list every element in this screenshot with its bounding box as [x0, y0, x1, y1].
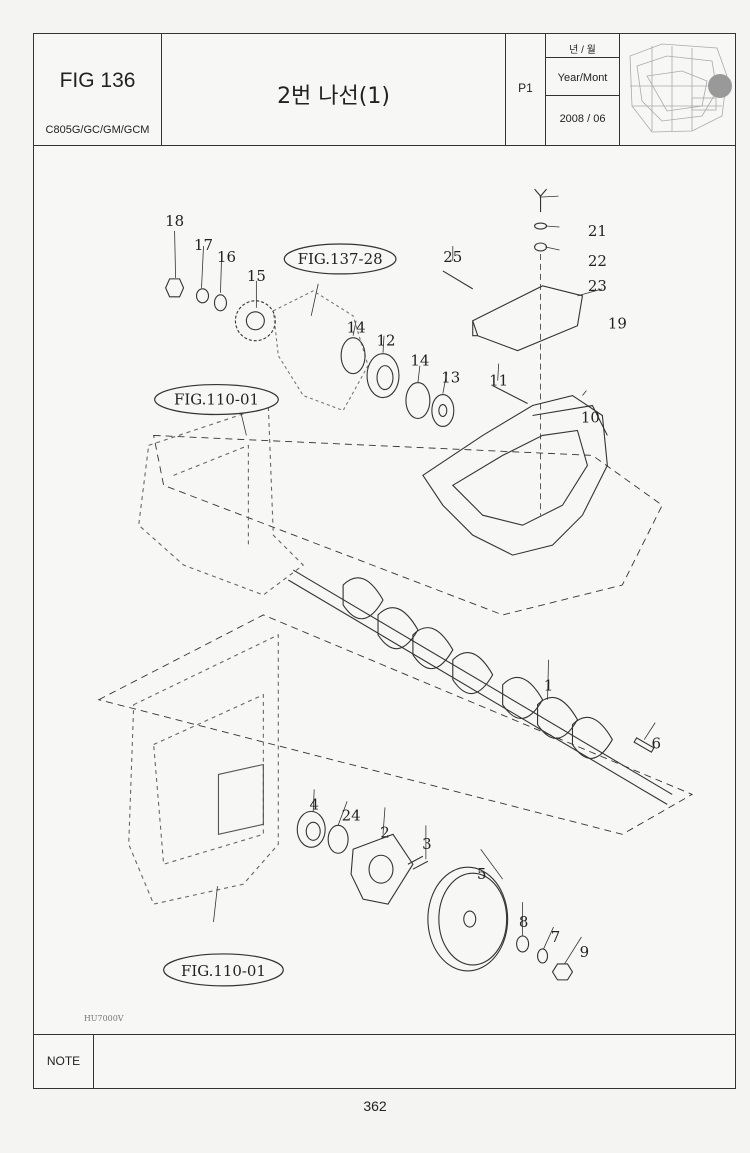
part-label-9: 9	[580, 943, 590, 961]
ref-fig-110-01-top: FIG.110-01	[174, 391, 259, 409]
part-label-1: 1	[544, 677, 554, 695]
date-cell: 년 / 월 Year/Mont 2008 / 06	[546, 34, 620, 145]
exploded-parts-diagram: FIG.137-28 FIG.110-01 FIG.110-01 18 17 1…	[84, 188, 694, 1023]
part-label-18: 18	[165, 212, 184, 230]
parts-sheet: FIG 136 C805G/GC/GM/GCM 2번 나선(1) P1 년 / …	[33, 33, 736, 1089]
combine-thumbnail-image	[629, 43, 732, 133]
part-label-19: 19	[608, 315, 627, 333]
part-label-5: 5	[477, 865, 487, 883]
drawing-code: HU7000V	[84, 1014, 124, 1023]
model-codes: C805G/GC/GM/GCM	[45, 124, 150, 136]
part-label-22: 22	[588, 252, 607, 270]
part-label-10: 10	[581, 408, 600, 426]
page-id: P1	[518, 81, 533, 95]
part-label-14-right: 14	[410, 352, 429, 370]
part-label-25: 25	[443, 248, 462, 266]
part-label-16: 16	[217, 248, 236, 266]
part-label-7: 7	[551, 928, 561, 946]
part-label-21: 21	[588, 222, 607, 240]
date-label-korean: 년 / 월	[546, 34, 619, 58]
header-block: FIG 136 C805G/GC/GM/GCM 2번 나선(1) P1 년 / …	[34, 34, 735, 146]
part-label-3: 3	[422, 835, 432, 853]
part-label-23: 23	[588, 277, 607, 295]
page-number: 362	[363, 1098, 387, 1114]
page-id-cell: P1	[506, 34, 546, 145]
note-row: NOTE	[34, 1034, 735, 1088]
page-title: 2번 나선(1)	[277, 84, 390, 109]
part-label-2: 2	[380, 823, 390, 841]
part-label-4: 4	[309, 795, 319, 813]
part-label-11: 11	[489, 372, 508, 390]
part-label-17: 17	[194, 236, 213, 254]
note-label: NOTE	[34, 1035, 94, 1088]
part-label-14-left: 14	[347, 319, 366, 337]
part-label-24: 24	[342, 806, 361, 824]
part-label-15: 15	[247, 267, 266, 285]
part-label-13: 13	[441, 369, 460, 387]
ref-fig-110-01-bottom: FIG.110-01	[181, 962, 266, 980]
fig-number: FIG 136	[59, 69, 136, 92]
part-label-8: 8	[519, 913, 529, 931]
fig-cell: FIG 136 C805G/GC/GM/GCM	[34, 34, 162, 145]
title-cell: 2번 나선(1)	[162, 34, 506, 145]
date-label-english: Year/Mont	[546, 58, 619, 96]
part-label-12: 12	[376, 332, 395, 350]
ref-fig-137-28: FIG.137-28	[298, 250, 383, 268]
part-label-6: 6	[651, 735, 661, 753]
date-value: 2008 / 06	[559, 113, 606, 125]
thumbnail-cell	[620, 34, 735, 145]
